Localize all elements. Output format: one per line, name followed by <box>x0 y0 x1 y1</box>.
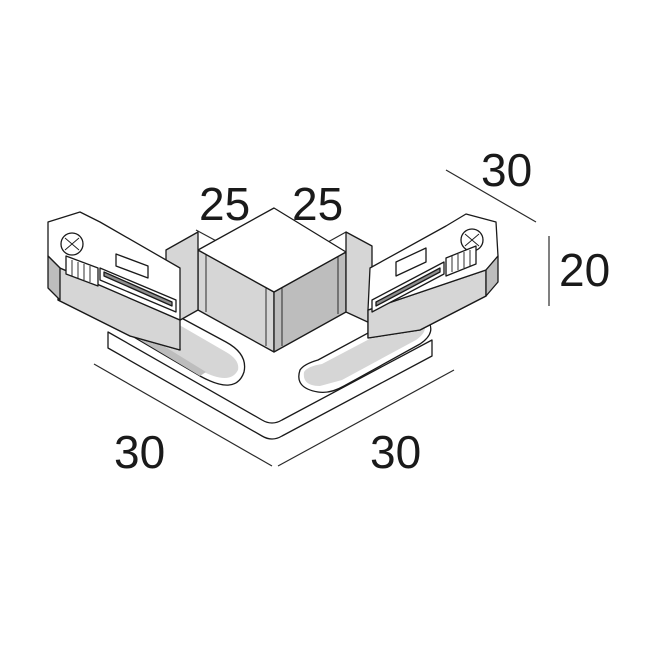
left-adapter <box>47 211 181 351</box>
dim-label-depth: 30 <box>481 144 532 196</box>
dim-line-bottom-right <box>277 369 455 467</box>
dim-line-bottom-left <box>93 363 273 467</box>
base-plate-edge <box>107 340 433 356</box>
corner-block <box>165 207 373 353</box>
dim-label-bottom-right: 30 <box>370 426 421 478</box>
dimension-labels: 25 25 30 20 30 30 <box>114 144 610 478</box>
dim-line-depth <box>445 169 537 223</box>
dim-label-bottom-left: 30 <box>114 426 165 478</box>
dim-label-top-right: 25 <box>292 178 343 230</box>
right-adapter <box>367 213 499 339</box>
dim-label-height: 20 <box>559 244 610 296</box>
l-connector <box>47 207 499 440</box>
dim-label-top-left: 25 <box>199 178 250 230</box>
